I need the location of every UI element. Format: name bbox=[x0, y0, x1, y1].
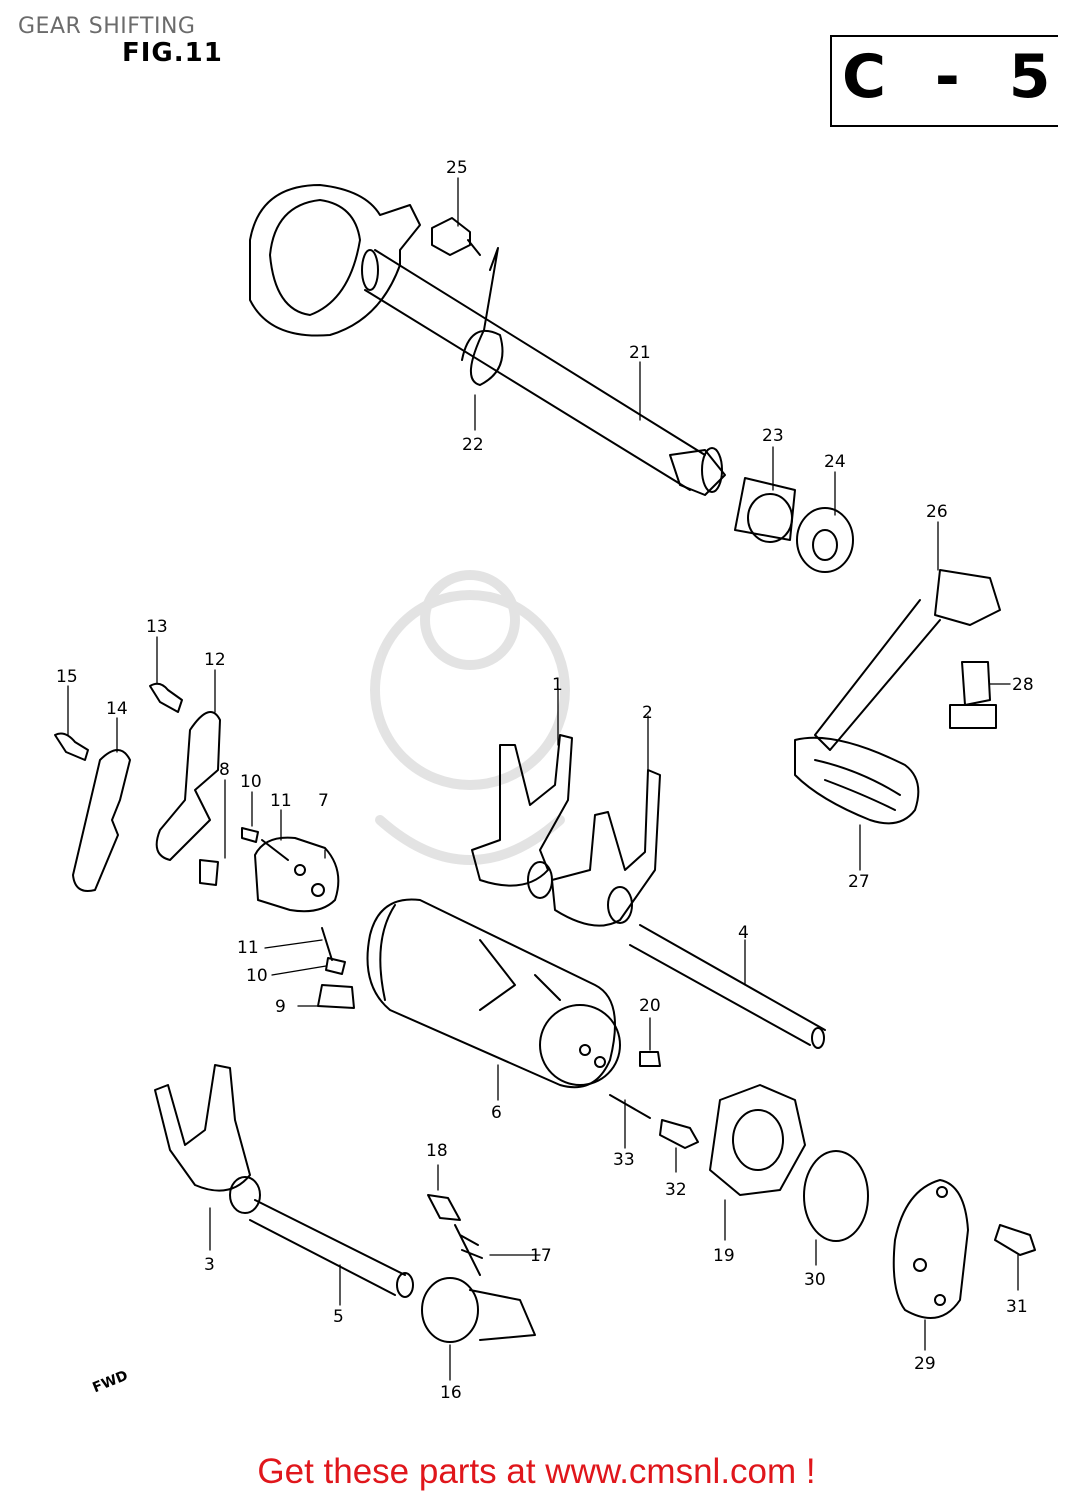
page-title: GEAR SHIFTING bbox=[18, 14, 196, 39]
part-label-5: 5 bbox=[333, 1307, 344, 1327]
part-label-8: 8 bbox=[219, 760, 230, 780]
section-box bbox=[830, 35, 1058, 127]
part-label-29: 29 bbox=[914, 1354, 936, 1374]
screw-13 bbox=[149, 682, 183, 713]
part-label-23: 23 bbox=[762, 426, 784, 446]
spring-11-top bbox=[261, 839, 289, 861]
part-label-4: 4 bbox=[738, 923, 749, 943]
pin-20 bbox=[639, 1051, 661, 1067]
part-label-26: 26 bbox=[926, 502, 948, 522]
part-label-33: 33 bbox=[613, 1150, 635, 1170]
footer-link[interactable]: Get these parts at www.cmsnl.com ! bbox=[257, 1452, 816, 1491]
fork-shaft-5 bbox=[249, 1199, 414, 1298]
gearshift-shaft bbox=[249, 184, 726, 496]
part-label-12: 12 bbox=[204, 650, 226, 670]
part-label-2: 2 bbox=[642, 703, 653, 723]
circlip bbox=[461, 247, 504, 386]
cam-driven-gear bbox=[709, 1084, 806, 1196]
part-label-18: 18 bbox=[426, 1141, 448, 1161]
part-label-15: 15 bbox=[56, 667, 78, 687]
figure-label: FIG.11 bbox=[122, 38, 223, 68]
section-code: C - 5 bbox=[842, 42, 1065, 112]
screw-31 bbox=[994, 1224, 1036, 1256]
fork-shaft-4 bbox=[629, 924, 826, 1049]
part-label-11-low: 11 bbox=[237, 938, 259, 958]
part-label-20: 20 bbox=[639, 996, 661, 1016]
part-label-19: 19 bbox=[713, 1246, 735, 1266]
bolt-25 bbox=[431, 217, 481, 256]
bushing-23 bbox=[734, 477, 796, 543]
part-label-32: 32 bbox=[665, 1180, 687, 1200]
cam-stopper-plate bbox=[155, 711, 221, 861]
part-label-25: 25 bbox=[446, 158, 468, 178]
part-label-27: 27 bbox=[848, 872, 870, 892]
part-label-21: 21 bbox=[629, 343, 651, 363]
leader-lines bbox=[67, 177, 1019, 1381]
part-label-9: 9 bbox=[275, 997, 286, 1017]
pin-10-top bbox=[241, 827, 259, 843]
gear-stopper-16 bbox=[421, 1277, 536, 1343]
pin-32 bbox=[659, 1119, 699, 1149]
pin-8 bbox=[199, 859, 219, 886]
part-label-13: 13 bbox=[146, 617, 168, 637]
part-label-7: 7 bbox=[318, 791, 329, 811]
cam-pawl-9 bbox=[317, 984, 355, 1009]
oil-seal-24 bbox=[796, 507, 854, 573]
bolt-28 bbox=[949, 661, 997, 729]
part-label-10-low: 10 bbox=[246, 966, 268, 986]
o-ring-30 bbox=[803, 1150, 869, 1242]
part-label-1: 1 bbox=[552, 675, 563, 695]
shift-lever bbox=[794, 569, 1001, 825]
shift-drum bbox=[366, 898, 621, 1089]
part-label-31: 31 bbox=[1006, 1297, 1028, 1317]
part-label-10-top: 10 bbox=[240, 772, 262, 792]
part-label-6: 6 bbox=[491, 1103, 502, 1123]
part-label-24: 24 bbox=[824, 452, 846, 472]
spring-33 bbox=[609, 1094, 651, 1119]
pin-10-low bbox=[325, 957, 346, 975]
part-numbers: 25 21 22 23 24 26 28 27 1 2 4 13 12 15 1… bbox=[56, 158, 1034, 1403]
bolt-18 bbox=[427, 1194, 461, 1221]
part-label-16: 16 bbox=[440, 1383, 462, 1403]
shift-fork-2 bbox=[551, 769, 661, 927]
spring-11-low bbox=[321, 927, 333, 961]
shift-fork-3 bbox=[154, 1064, 261, 1214]
watermark-logo bbox=[370, 570, 570, 865]
part-label-17: 17 bbox=[530, 1246, 552, 1266]
spring-17 bbox=[454, 1224, 483, 1276]
part-label-28: 28 bbox=[1012, 675, 1034, 695]
screw-15 bbox=[54, 732, 89, 761]
gearshift-cam bbox=[254, 836, 340, 913]
part-label-3: 3 bbox=[204, 1255, 215, 1275]
cam-guide-plate bbox=[72, 749, 131, 892]
part-label-14: 14 bbox=[106, 699, 128, 719]
part-label-11-top: 11 bbox=[270, 791, 292, 811]
part-label-22: 22 bbox=[462, 435, 484, 455]
part-label-30: 30 bbox=[804, 1270, 826, 1290]
cam-cover-29 bbox=[892, 1179, 969, 1319]
